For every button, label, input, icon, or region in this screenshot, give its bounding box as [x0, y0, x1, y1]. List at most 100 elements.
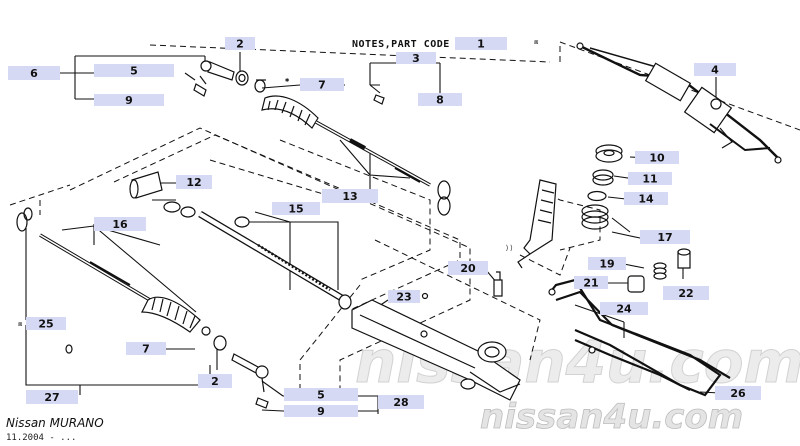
plug-22 — [677, 248, 691, 269]
callout-1: 1 — [455, 37, 507, 51]
callout-23: 23 — [388, 290, 420, 304]
callout-box — [628, 172, 672, 185]
callout-box — [322, 189, 378, 203]
callout-box — [600, 302, 648, 315]
callout-number: 14 — [638, 193, 654, 206]
callout-16: 16 — [94, 217, 146, 231]
callout-number: 1 — [477, 38, 485, 51]
callout-box — [26, 317, 66, 330]
lock-nut-top — [235, 70, 249, 86]
notes-part-code-label: NOTES,PART CODE — [352, 39, 450, 50]
callout-15: 15 — [272, 202, 320, 216]
callout-box — [26, 390, 78, 404]
callout-box — [176, 175, 212, 189]
callout-11: 11 — [628, 172, 672, 186]
steering-boot-upper — [261, 95, 319, 129]
callout-number: 3 — [412, 52, 420, 65]
callout-7: 7 — [300, 78, 344, 92]
callout-number: 5 — [130, 65, 138, 78]
lock-nut-bottom — [213, 335, 227, 351]
callout-box — [94, 94, 164, 106]
callout-9: 9 — [284, 405, 358, 418]
boot-clamp-8 — [437, 180, 451, 216]
callout-box — [94, 64, 174, 77]
steering-boot-lower — [141, 296, 201, 333]
callout-5: 5 — [94, 64, 174, 78]
callout-10: 10 — [635, 151, 679, 165]
inner-tie-rod-lower — [16, 207, 151, 302]
callout-box — [94, 217, 146, 231]
callout-2: 2 — [225, 37, 255, 51]
svg-text:⟩⟩: ⟩⟩ — [505, 244, 513, 252]
cap-21 — [627, 275, 645, 293]
valve-fitting-20 — [493, 271, 503, 297]
gear-housing — [351, 292, 521, 401]
bushing-12 — [129, 171, 196, 218]
callout-12: 12 — [176, 175, 212, 189]
callout-number: 4 — [711, 64, 719, 77]
callout-number: 20 — [460, 262, 476, 275]
callout-number: 19 — [599, 258, 614, 271]
callout-box — [640, 230, 690, 244]
callout-box — [574, 276, 608, 289]
seal-stack — [581, 144, 623, 230]
callout-number: 7 — [142, 343, 150, 356]
callout-5: 5 — [284, 388, 358, 402]
callout-number: 13 — [342, 190, 357, 203]
callout-box — [284, 405, 358, 417]
callout-28: 28 — [378, 395, 424, 409]
tie-rod-end-top — [199, 60, 235, 85]
callout-number: 6 — [30, 67, 38, 80]
callout-number: 22 — [678, 287, 693, 300]
callout-box — [624, 192, 668, 205]
callout-box — [418, 93, 462, 106]
callout-box — [126, 342, 166, 355]
callout-13: 13 — [322, 189, 378, 203]
boot-clamp-lower — [201, 326, 211, 336]
cotter-pin-top — [193, 83, 207, 97]
inner-tie-rod-upper — [315, 120, 431, 187]
callout-box — [225, 37, 255, 50]
callout-3: 3 — [396, 52, 436, 65]
feed-tubes — [548, 278, 731, 397]
svg-text:✱: ✱ — [285, 76, 290, 84]
callout-24: 24 — [600, 302, 648, 316]
cotter-pin-bottom — [255, 397, 269, 409]
callout-7: 7 — [126, 342, 166, 356]
callout-box — [396, 52, 436, 64]
callout-number: 24 — [616, 303, 632, 316]
callout-number: 11 — [642, 173, 657, 186]
callout-box — [388, 290, 420, 303]
callout-box — [448, 261, 488, 275]
callout-19: 19 — [588, 257, 626, 271]
callout-6: 6 — [8, 66, 60, 80]
callout-box — [694, 63, 736, 76]
callout-box — [378, 395, 424, 409]
callout-9: 9 — [94, 94, 164, 107]
callout-box — [635, 151, 679, 164]
callout-number: 17 — [657, 231, 672, 244]
callout-14: 14 — [624, 192, 668, 206]
callout-number: 9 — [317, 405, 325, 418]
parts — [16, 42, 782, 409]
callout-27: 27 — [26, 390, 78, 404]
callout-number: 23 — [396, 291, 411, 304]
callout-box — [300, 78, 344, 91]
svg-text:⧈: ⧈ — [534, 38, 539, 46]
callout-number: 15 — [288, 203, 303, 216]
callout-number: 5 — [317, 389, 325, 402]
callout-26: 26 — [715, 386, 761, 400]
callout-number: 2 — [211, 375, 219, 388]
clip-8 — [373, 94, 385, 105]
callout-number: 28 — [393, 396, 408, 409]
rack-bar — [198, 210, 352, 310]
pinion-valve — [517, 179, 557, 269]
callout-4: 4 — [694, 63, 736, 77]
svg-text:⧈: ⧈ — [18, 320, 23, 328]
callout-number: 12 — [186, 176, 201, 189]
spring-19 — [653, 262, 667, 280]
callout-box — [715, 386, 761, 400]
